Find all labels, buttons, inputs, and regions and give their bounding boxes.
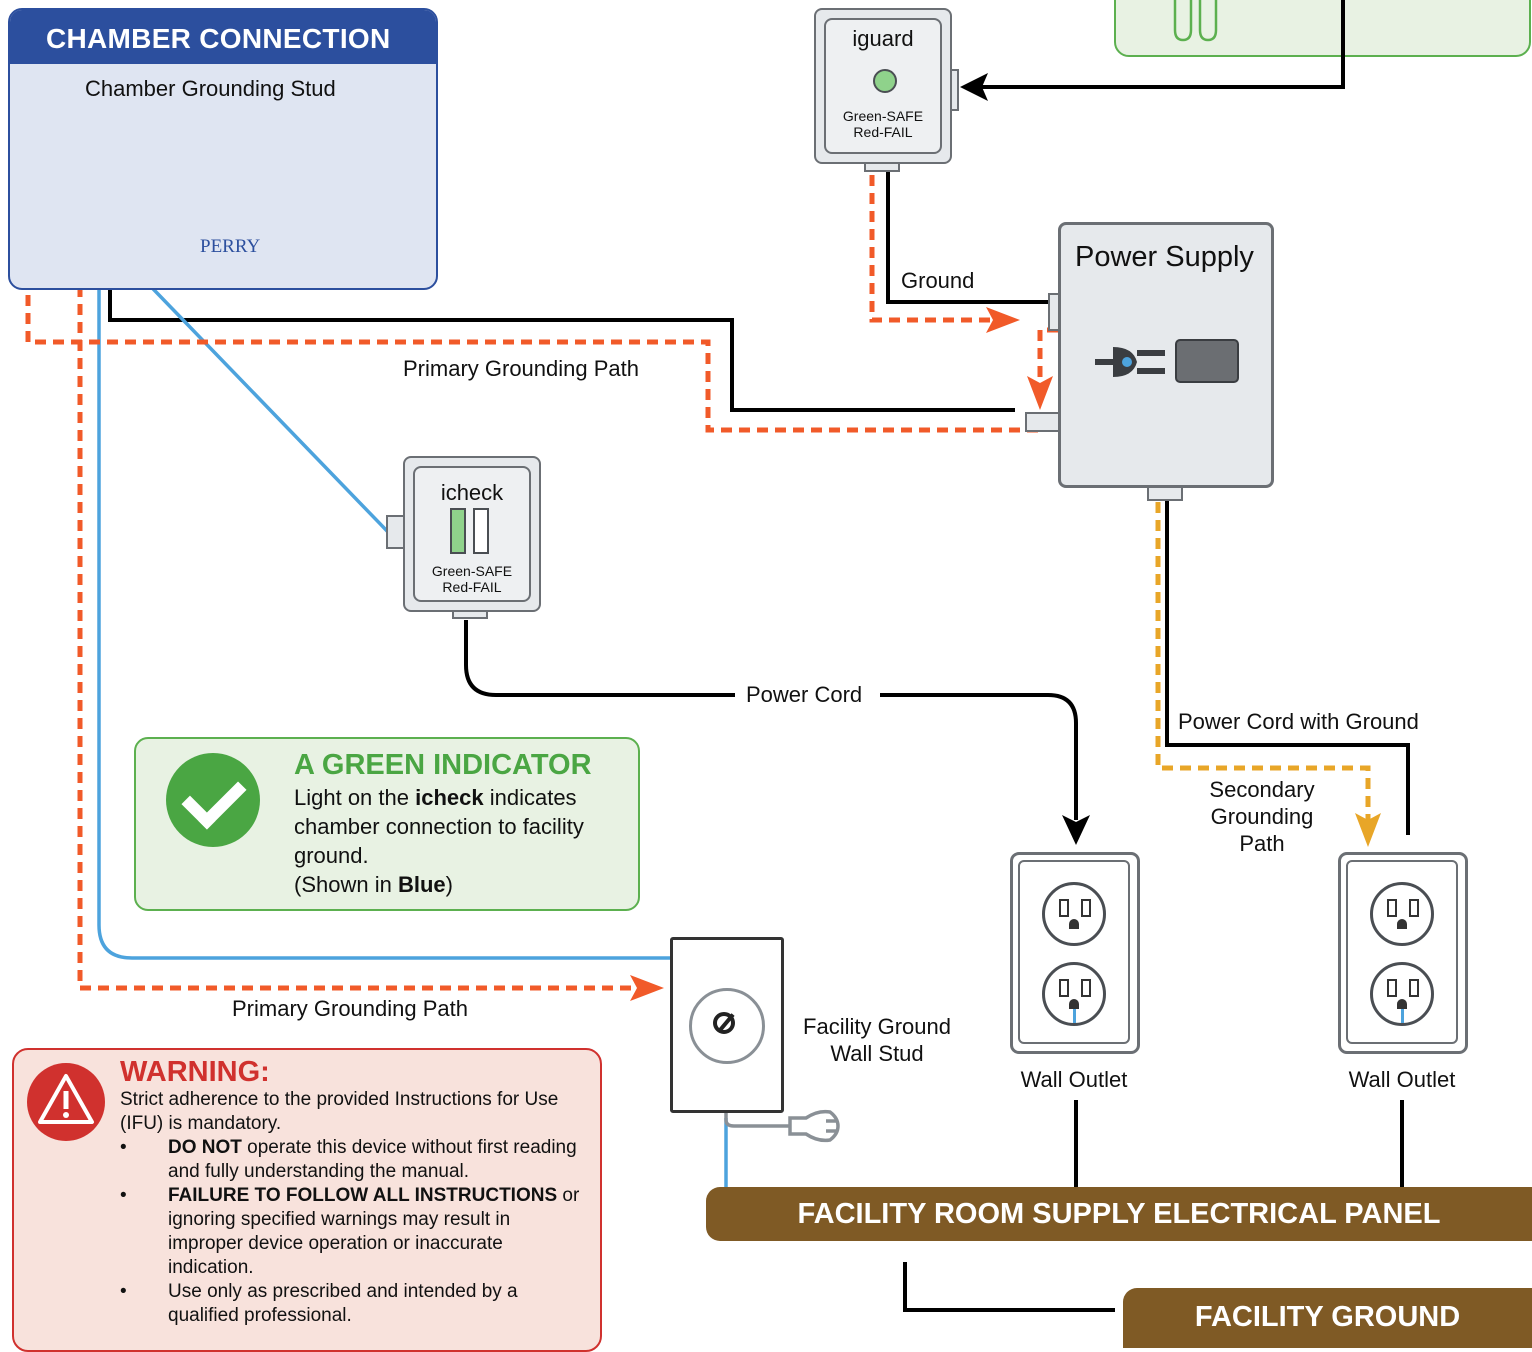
icheck-blue-line	[128, 263, 390, 534]
plug-icon	[1095, 347, 1165, 377]
power-cord-arrowhead	[1062, 815, 1090, 845]
facility-ground-wall-stud	[670, 937, 784, 1113]
info-title: A GREEN INDICATOR	[294, 749, 592, 781]
secondary-path-dashed	[1155, 502, 1371, 820]
iguard-ground-dashed	[869, 175, 995, 323]
power-cord-with-ground-wire	[1165, 500, 1410, 835]
iguard-status-red: Red-FAIL	[853, 124, 913, 140]
wall-outlet-1-socket-top	[1042, 882, 1106, 946]
facility-ground-bar: FACILITY GROUND	[1123, 1288, 1532, 1348]
warning-title: WARNING:	[120, 1056, 270, 1088]
primary-path-bottom-label: Primary Grounding Path	[232, 996, 468, 1021]
iguard-status-light	[873, 69, 897, 93]
wall-outlet-1-faceplate	[1018, 860, 1130, 1044]
chamber-connection-panel: CHAMBER CONNECTION	[8, 8, 438, 290]
wall-outlet-2	[1338, 852, 1468, 1054]
ps-internal-orange-arrowhead	[1027, 376, 1053, 410]
facility-stud-label: Facility Ground Wall Stud	[790, 1013, 964, 1067]
power-supply-switch	[1175, 339, 1239, 383]
icheck-face: icheck Green-SAFE Red-FAIL	[413, 466, 531, 602]
power-supply-box: Power Supply	[1058, 222, 1274, 488]
top-right-device-outline	[1173, 0, 1218, 42]
wall-outlet-2-faceplate	[1346, 860, 1458, 1044]
power-supply-title: Power Supply	[1075, 241, 1254, 273]
ps-internal-orange-dashed	[1037, 327, 1058, 386]
chamber-power-wire	[108, 230, 1015, 412]
secondary-path-line3: Path	[1239, 831, 1285, 856]
primary-path-top-label: Primary Grounding Path	[403, 356, 639, 381]
iguard-status-green: Green-SAFE	[842, 108, 924, 124]
secondary-path-line2: Grounding	[1210, 804, 1314, 829]
checkmark-icon	[166, 753, 260, 847]
warning-item-3: •Use only as prescribed and intended by …	[120, 1281, 518, 1326]
icheck-status-green: Green-SAFE	[431, 563, 513, 579]
secondary-path-arrowhead	[1355, 813, 1381, 847]
wall-outlet-2-socket-top	[1370, 882, 1434, 946]
wall-outlet-1	[1010, 852, 1140, 1054]
chamber-blue-line	[97, 245, 670, 960]
chamber-connection-header: CHAMBER CONNECTION	[10, 10, 436, 64]
warning-body: Strict adherence to the provided Instruc…	[120, 1088, 590, 1328]
icheck-title: icheck	[440, 480, 504, 505]
warning-intro: Strict adherence to the provided Instruc…	[120, 1089, 559, 1134]
power-cord-label: Power Cord	[742, 682, 867, 709]
blue-bold: Blue	[397, 872, 446, 897]
wall-outlet-2-socket-bottom	[1370, 962, 1434, 1026]
iguard-title: iguard	[852, 26, 914, 51]
wall-outlet-2-label: Wall Outlet	[1348, 1067, 1456, 1092]
icheck-green-indicator	[450, 508, 466, 554]
facility-stud-line1: Facility Ground	[803, 1014, 951, 1039]
perry-brand-label: PERRY	[200, 236, 261, 257]
stud-screw-icon	[713, 1012, 735, 1034]
wall-outlet-1-label: Wall Outlet	[1020, 1067, 1128, 1092]
top-right-green-box	[1114, 0, 1531, 57]
power-cord-wire-2	[880, 693, 1078, 820]
secondary-path-label: Secondary Grounding Path	[1186, 776, 1338, 857]
warning-box: WARNING: Strict adherence to the provide…	[12, 1048, 602, 1352]
info-body: Light on the icheck indicates chamber co…	[294, 785, 584, 897]
iguard-face: iguard Green-SAFE Red-FAIL	[824, 18, 942, 154]
panel-ground-wire	[903, 1262, 1115, 1312]
icheck-bold: icheck	[415, 785, 484, 810]
warning-icon	[27, 1063, 105, 1141]
icheck-device: icheck Green-SAFE Red-FAIL	[403, 456, 541, 612]
wall-stud-ring	[689, 988, 765, 1064]
facility-stud-line2: Wall Stud	[830, 1041, 924, 1066]
warning-item-1: •DO NOT operate this device without firs…	[120, 1137, 577, 1182]
wrench-icon	[724, 1060, 840, 1143]
icheck-red-indicator	[473, 508, 489, 554]
iguard-feed-arrowhead	[960, 73, 988, 101]
primary-path-bottom-arrowhead	[630, 975, 664, 1001]
icheck-status-red: Red-FAIL	[442, 579, 502, 595]
power-cord-wire	[464, 620, 735, 697]
facility-electrical-panel-bar: FACILITY ROOM SUPPLY ELECTRICAL PANEL	[706, 1187, 1532, 1241]
secondary-path-line1: Secondary	[1209, 777, 1315, 802]
wall-outlet-1-socket-bottom	[1042, 962, 1106, 1026]
green-indicator-info-box: A GREEN INDICATOR Light on the icheck in…	[134, 737, 640, 911]
iguard-feed-wire	[975, 0, 1345, 89]
chamber-grounding-stud-label: Chamber Grounding Stud	[85, 76, 336, 101]
iguard-ground-arrowhead	[986, 307, 1020, 333]
power-cord-ground-label: Power Cord with Ground	[1178, 709, 1419, 734]
primary-path-bottom-dashed	[77, 232, 640, 991]
iguard-device: iguard Green-SAFE Red-FAIL	[814, 8, 952, 164]
warning-item-2: •FAILURE TO FOLLOW ALL INSTRUCTIONS or i…	[120, 1185, 580, 1278]
ground-wire	[886, 170, 1050, 304]
ground-label: Ground	[901, 268, 975, 293]
